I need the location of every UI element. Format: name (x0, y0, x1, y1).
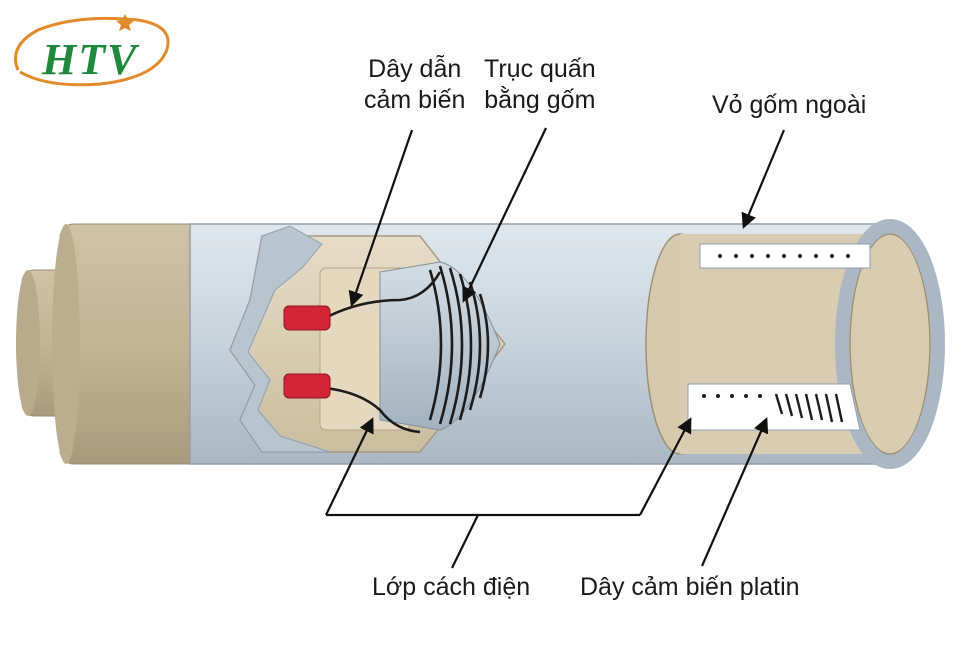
lead-tip-bottom (283, 373, 331, 399)
bottom-channel (687, 383, 861, 431)
arrow-outer-sheath (741, 129, 786, 229)
lead-wire-bottom (324, 386, 421, 434)
top-channel-dots (718, 254, 850, 258)
arrow-insulation-right (639, 417, 692, 516)
label-insulation: Lớp cách điện (372, 573, 531, 601)
end-cap (59, 223, 211, 465)
lead-tip-top (283, 305, 331, 331)
end-cap-face (52, 224, 80, 464)
arrow-ceramic-core (462, 127, 547, 303)
outer-ring (835, 219, 945, 469)
label-outer-sheath: Vỏ gốm ngoài (712, 91, 867, 119)
label-platinum-wire: Dây cảm biến platin (580, 573, 800, 601)
arrow-insulation-left (325, 417, 374, 516)
lead-wire-top (324, 271, 442, 320)
logo-swoosh-icon (14, 14, 170, 87)
end-stub-face (16, 270, 40, 416)
label-sensor-lead: Dây dẫn cảm biến (364, 55, 466, 114)
htv-logo: HTV (8, 12, 178, 90)
cutaway-edge (229, 225, 331, 453)
arrow-platinum-wire (700, 417, 769, 567)
tube-bore-end (849, 233, 931, 455)
arrow-sensor-lead (348, 129, 414, 307)
pointer-lines (325, 127, 786, 569)
label-ceramic-core: Trục quấn bằng gốm (484, 55, 596, 114)
logo-text: HTV (42, 35, 139, 84)
bottom-channel-dots (702, 394, 762, 398)
insulation-stem (451, 514, 479, 569)
platinum-coil (774, 393, 844, 423)
